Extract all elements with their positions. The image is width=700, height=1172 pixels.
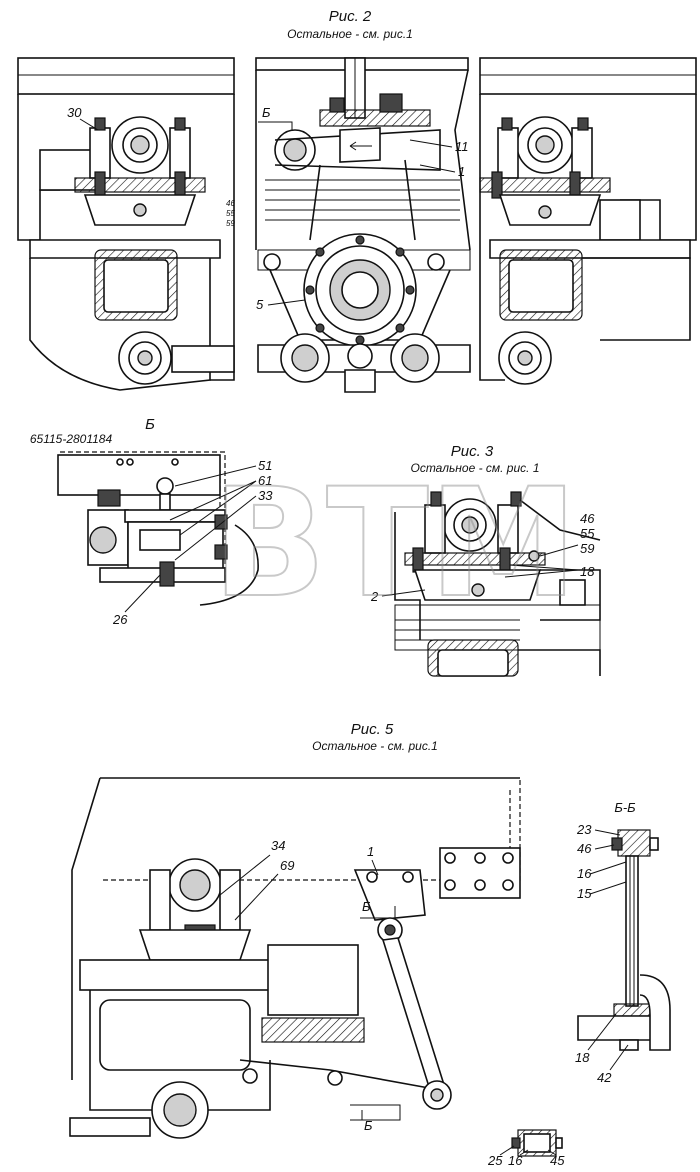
viewB-callout-33: 33 <box>258 488 273 503</box>
fig5-callout-B-bottom: Б <box>364 1118 373 1133</box>
fig2-left-frame-section <box>103 259 169 313</box>
viewB-part-number: 65115-2801184 <box>29 432 113 446</box>
fig5-note: Остальное - см. рис.1 <box>312 739 438 753</box>
fig5-callouts: 34 69 1 Б Б <box>219 838 396 1133</box>
section-bb-callout-23: 23 <box>576 822 592 837</box>
fig2-note: Остальное - см. рис.1 <box>287 27 413 41</box>
fig2-left-pad <box>74 177 206 193</box>
detail-bushing: 25 16 45 <box>487 1129 565 1168</box>
fig5-link-arm <box>381 937 447 1091</box>
fig3-callout-59: 59 <box>580 541 594 556</box>
fig3-callouts: 46 55 59 18 2 <box>370 511 595 604</box>
fig3-title: Рис. 3 <box>450 443 494 460</box>
fig3-callout-2: 2 <box>370 589 379 604</box>
fig5-callout-69: 69 <box>280 858 294 873</box>
fig2-small-55: 55 <box>226 209 235 218</box>
fig5-callout-B-top: Б <box>362 899 371 914</box>
fig2-callout-1: 1 <box>458 164 465 179</box>
fig3-callout-55: 55 <box>580 526 595 541</box>
viewB-callout-51: 51 <box>258 458 272 473</box>
detail-callout-25: 25 <box>487 1153 503 1168</box>
fig2-center-view <box>255 57 471 393</box>
fig2-callouts: 30 Б 11 1 5 46 55 59 <box>67 105 469 312</box>
fig3-drawing <box>394 491 601 677</box>
fig5-callout-34: 34 <box>271 838 285 853</box>
fig3-callout-18: 18 <box>580 564 595 579</box>
fig2-small-59: 59 <box>226 219 235 228</box>
fig2-callout-5: 5 <box>256 297 264 312</box>
detail-callout-45: 45 <box>550 1153 565 1168</box>
viewB-callouts: 51 61 33 26 <box>112 458 273 627</box>
section-bb-callout-16: 16 <box>577 866 592 881</box>
fig2-left-view <box>17 57 235 391</box>
fig3-note: Остальное - см. рис. 1 <box>410 461 540 475</box>
section-bb-callout-46: 46 <box>577 841 592 856</box>
fig5-callout-1: 1 <box>367 844 374 859</box>
viewB-callout-61: 61 <box>258 473 272 488</box>
section-bb-title: Б-Б <box>614 800 636 815</box>
viewB-drawing <box>57 451 259 606</box>
section-bb-callouts: 23 46 16 15 18 42 <box>575 822 629 1085</box>
fig5-title: Рис. 5 <box>350 721 394 738</box>
viewB-title: Б <box>145 416 155 433</box>
detail-callout-16: 16 <box>508 1153 523 1168</box>
fig3-callout-46: 46 <box>580 511 595 526</box>
section-bb-drawing <box>577 829 671 1051</box>
fig2-callout-B: Б <box>262 105 271 120</box>
fig2-callout-30: 30 <box>67 105 82 120</box>
fig2-right-view <box>479 57 697 385</box>
fig2-callout-11: 11 <box>455 139 469 154</box>
fig2-small-46: 46 <box>226 199 235 208</box>
viewB-callout-26: 26 <box>112 612 128 627</box>
watermark: BTM <box>212 457 578 631</box>
section-bb-callout-42: 42 <box>597 1070 612 1085</box>
fig2-title: Рис. 2 <box>328 8 372 25</box>
section-bb-callout-18: 18 <box>575 1050 590 1065</box>
section-bb-callout-15: 15 <box>577 886 592 901</box>
fig5-drawing <box>69 777 521 1139</box>
